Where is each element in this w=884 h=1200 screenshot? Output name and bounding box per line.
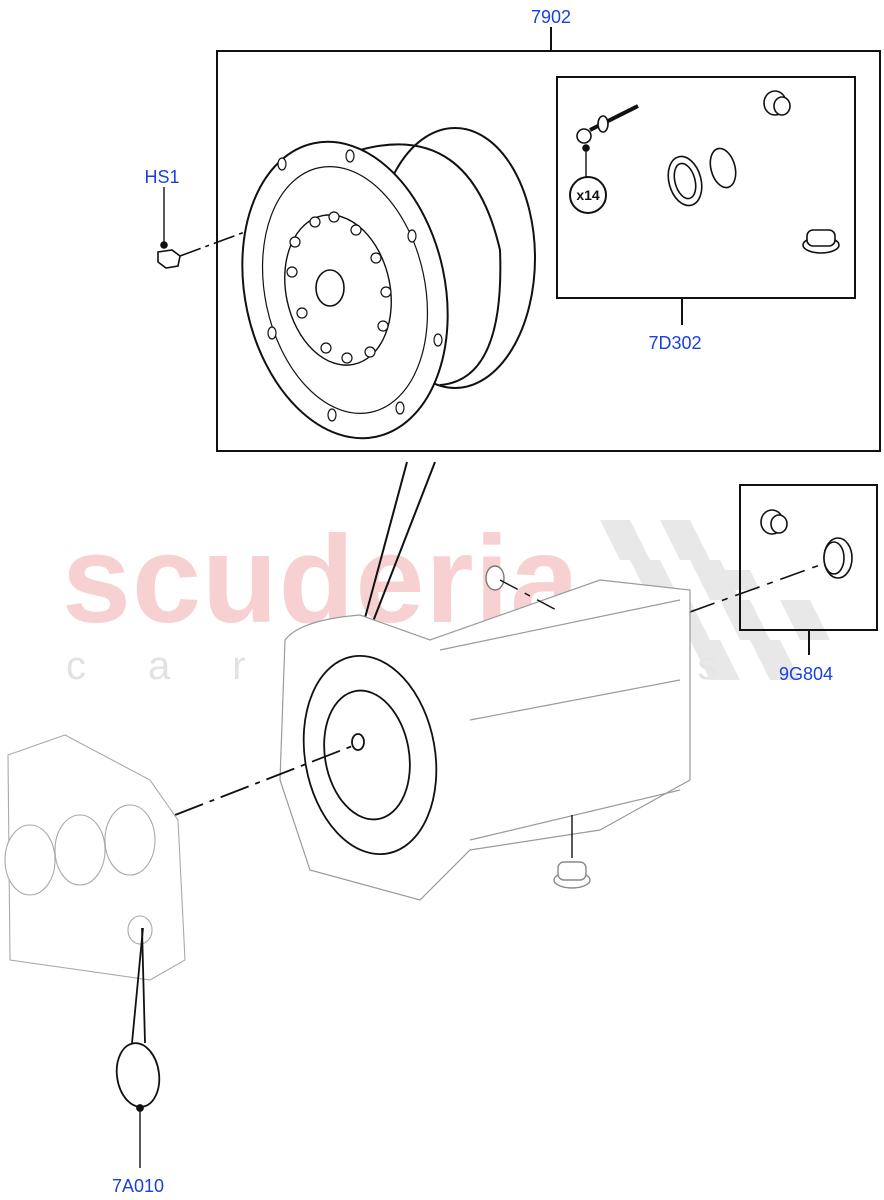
callout-9G804[interactable]: 9G804 <box>778 664 834 684</box>
drain-plug-drawing <box>553 815 591 889</box>
flexplate-drawing <box>174 654 438 856</box>
plug-7A010-drawing <box>115 927 161 1168</box>
callout-7D302[interactable]: 7D302 <box>648 333 702 353</box>
callout-7A010[interactable]: 7A010 <box>111 1176 165 1196</box>
callout-box-7D302 <box>556 76 856 325</box>
callout-HS1[interactable]: HS1 <box>144 167 180 187</box>
callout-box-7902 <box>216 27 881 452</box>
kit-9G804-parts <box>689 509 853 613</box>
callout-7902[interactable]: 7902 <box>530 7 572 27</box>
engine-block-drawing <box>4 734 186 981</box>
kit-7D302-parts <box>576 90 840 254</box>
torque-converter-drawing <box>241 127 536 440</box>
callout-box-9G804 <box>739 484 878 655</box>
top-plug-drawing <box>485 565 561 613</box>
hs1-bolt-drawing <box>157 187 246 269</box>
quantity-badge: x14 <box>569 176 607 214</box>
